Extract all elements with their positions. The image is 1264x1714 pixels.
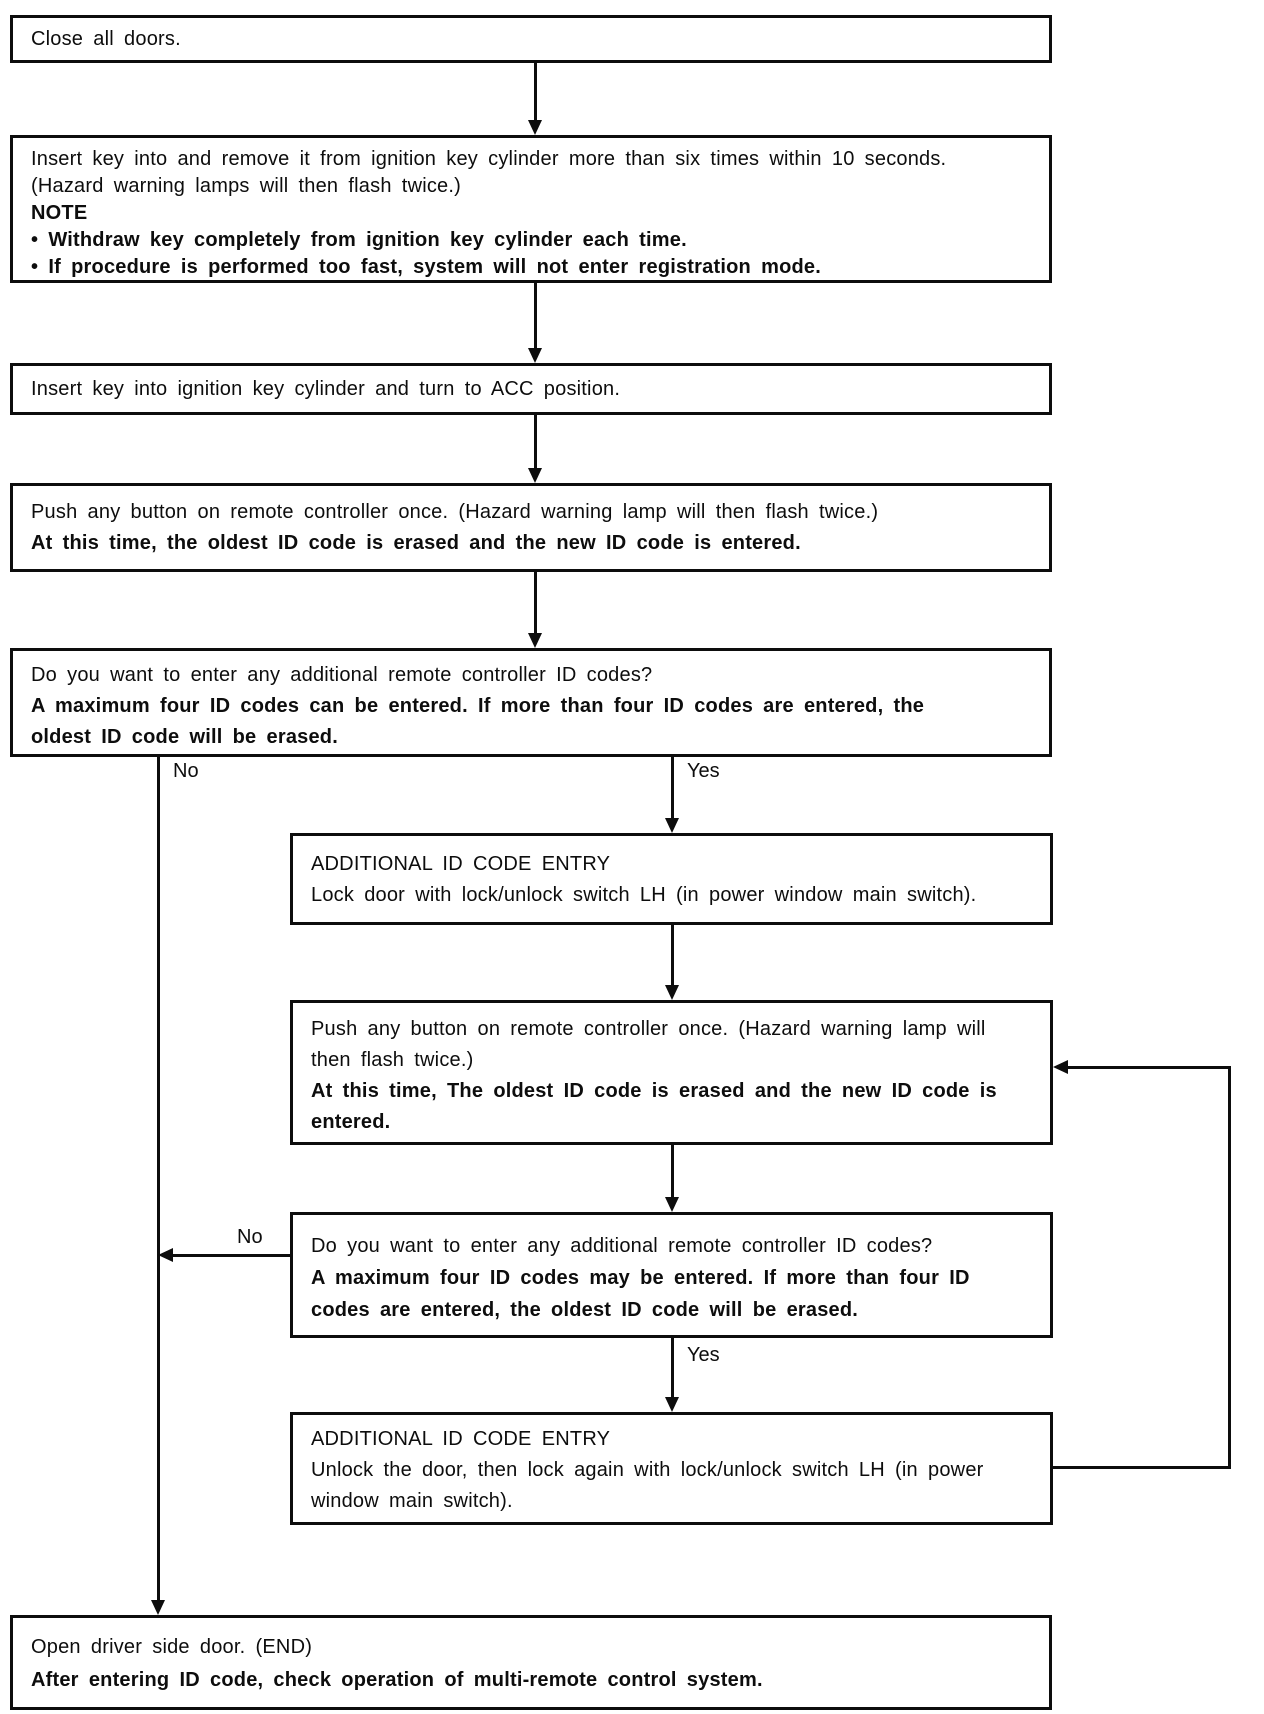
arrow-down-icon <box>665 1197 679 1212</box>
box-text-line: codes are entered, the oldest ID code wi… <box>311 1299 859 1321</box>
note-heading: NOTE <box>31 202 88 224</box>
step-additional-entry-unlock: ADDITIONAL ID CODE ENTRY Unlock the door… <box>290 1412 1053 1525</box>
feedback-loop-line <box>1066 1066 1231 1069</box>
box-text-line: oldest ID code will be erased. <box>31 726 338 748</box>
box-text-line: Open driver side door. (END) <box>31 1636 313 1658</box>
yes-branch-line <box>671 1338 674 1400</box>
arrow-down-icon <box>528 468 542 483</box>
yes-branch-line <box>671 757 674 821</box>
box-text-line: Lock door with lock/unlock switch LH (in… <box>311 884 977 906</box>
box-text-line: After entering ID code, check operation … <box>31 1669 763 1691</box>
no-branch-line <box>166 1254 290 1257</box>
connector-line <box>534 415 537 471</box>
box-text-line: Push any button on remote controller onc… <box>31 501 879 523</box>
connector-line <box>671 925 674 988</box>
note-bullet: • Withdraw key completely from ignition … <box>31 229 687 251</box>
step-insert-key-acc: Insert key into ignition key cylinder an… <box>10 363 1052 415</box>
arrow-left-icon <box>158 1248 173 1262</box>
branch-label-no: No <box>234 1226 266 1249</box>
branch-label-yes: Yes <box>684 760 723 783</box>
arrow-down-icon <box>665 818 679 833</box>
connector-line <box>671 1145 674 1201</box>
box-text-line: Do you want to enter any additional remo… <box>311 1235 933 1257</box>
decision-additional-codes-2: Do you want to enter any additional remo… <box>290 1212 1053 1338</box>
box-text-line: Insert key into ignition key cylinder an… <box>31 378 621 400</box>
step-insert-remove-key: Insert key into and remove it from ignit… <box>10 135 1052 283</box>
step-push-button-first: Push any button on remote controller onc… <box>10 483 1052 572</box>
step-additional-entry-lock: ADDITIONAL ID CODE ENTRY Lock door with … <box>290 833 1053 925</box>
arrow-down-icon <box>528 633 542 648</box>
box-text-line: entered. <box>311 1111 391 1133</box>
step-close-all-doors: Close all doors. <box>10 15 1052 63</box>
note-bullet: • If procedure is performed too fast, sy… <box>31 256 821 278</box>
decision-additional-codes-1: Do you want to enter any additional remo… <box>10 648 1052 757</box>
box-text-line: Unlock the door, then lock again with lo… <box>311 1459 984 1481</box>
step-push-button-second: Push any button on remote controller onc… <box>290 1000 1053 1145</box>
feedback-loop-line <box>1228 1066 1231 1469</box>
box-text-line: then flash twice.) <box>311 1049 474 1071</box>
connector-line <box>534 283 537 351</box>
box-text-line: Push any button on remote controller onc… <box>311 1018 986 1040</box>
arrow-down-icon <box>665 1397 679 1412</box>
box-text-line: A maximum four ID codes can be entered. … <box>31 695 925 717</box>
feedback-loop-line <box>1053 1466 1231 1469</box>
box-text-line: Insert key into and remove it from ignit… <box>31 148 947 170</box>
branch-label-yes: Yes <box>684 1344 723 1367</box>
box-title-line: ADDITIONAL ID CODE ENTRY <box>311 853 611 875</box>
arrow-down-icon <box>151 1600 165 1615</box>
box-text-line: Do you want to enter any additional remo… <box>31 664 653 686</box>
box-title-line: ADDITIONAL ID CODE ENTRY <box>311 1428 611 1450</box>
step-open-door-end: Open driver side door. (END) After enter… <box>10 1615 1052 1710</box>
no-branch-line <box>157 757 160 1603</box>
arrow-down-icon <box>665 985 679 1000</box>
box-text-line: At this time, The oldest ID code is eras… <box>311 1080 997 1102</box>
branch-label-no: No <box>170 760 202 783</box>
arrow-left-icon <box>1053 1060 1068 1074</box>
box-text-line: A maximum four ID codes may be entered. … <box>311 1267 970 1289</box>
arrow-down-icon <box>528 120 542 135</box>
connector-line <box>534 572 537 636</box>
box-text-line: (Hazard warning lamps will then flash tw… <box>31 175 461 197</box>
connector-line <box>534 63 537 123</box>
arrow-down-icon <box>528 348 542 363</box>
box-text-line: At this time, the oldest ID code is eras… <box>31 532 801 554</box>
box-text-line: Close all doors. <box>31 28 181 50</box>
box-text-line: window main switch). <box>311 1490 513 1512</box>
